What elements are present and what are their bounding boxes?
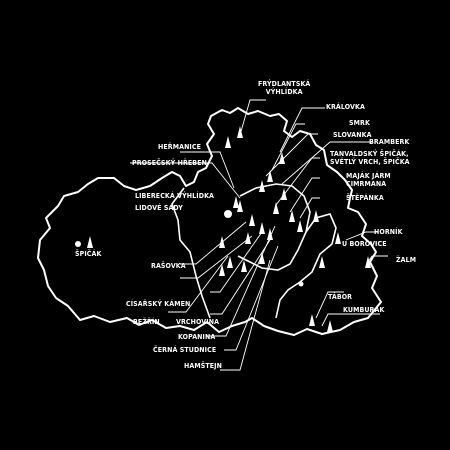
region-outline — [37, 107, 382, 336]
label-hamstejn: HAMŠTEJN — [184, 362, 222, 370]
label-kralovka: KRÁLOVKA — [326, 103, 365, 111]
label-kumburak: KUMBURÁK — [343, 306, 385, 314]
label-majak-line-2: CIMRMANA — [346, 180, 387, 188]
label-zalm: ŽALM — [396, 256, 417, 264]
label-cerna-studnice: ČERNÁ STUDNICE — [153, 346, 217, 354]
label-majak-jarm: MAJÁK JÁRM CIMRMANA — [346, 172, 391, 188]
label-spicak: ŠPIČÁK — [75, 250, 102, 258]
label-rasovka: RAŠOVKA — [151, 262, 186, 270]
label-fridlantska-line-2: VÝHLÍDKA — [265, 88, 303, 96]
label-stepanka: ŠTĚPÁNKA — [346, 194, 384, 202]
label-kopanina: KOPANINA — [178, 333, 216, 341]
label-bramberk: BRAMBERK — [369, 138, 410, 146]
leader-lines — [130, 99, 388, 371]
label-u-borovice: U BOROVICE — [342, 240, 387, 248]
district-boundary-semily — [275, 213, 337, 319]
label-slovanka: SLOVANKA — [333, 131, 372, 139]
label-cisarsky-kamen: CÍSAŘSKÝ KÁMEN — [126, 300, 191, 308]
label-tanvaldsky-spicak: TANVALDSKÝ ŠPIČÁK, SVĚTLÝ VRCH, ŠPIČKA — [330, 150, 410, 166]
label-fridlantska-line-1: FRÝDLANTSKÁ — [258, 80, 311, 88]
label-lidove-sady: LIDOVÉ SADY — [135, 204, 183, 212]
label-liberecka-vyhlidka: LIBERECKÁ VÝHLÍDKA — [135, 192, 215, 200]
label-majak-line-1: MAJÁK JÁRM — [346, 172, 391, 180]
label-tanvaldsky-line-1: TANVALDSKÝ ŠPIČÁK, — [330, 150, 409, 158]
label-bezrin: BEŽŘÍN — [133, 318, 160, 326]
label-hermanice: HEŘMANICE — [158, 143, 202, 151]
label-smrk: SMRK — [349, 119, 370, 127]
label-tanvaldsky-line-2: SVĚTLÝ VRCH, ŠPIČKA — [330, 158, 410, 166]
label-vrchovina: VRCHOVINA — [176, 318, 220, 326]
label-tabor: TÁBOR — [328, 293, 353, 301]
label-hornik: HORNÍK — [374, 228, 403, 236]
lookout-markers — [75, 126, 371, 332]
label-fridlantska-vyhlidka: FRÝDLANTSKÁ VÝHLÍDKA — [258, 80, 310, 96]
label-prosecsky-hreben: PROSEČSKÝ HŘEBEN — [132, 159, 207, 167]
